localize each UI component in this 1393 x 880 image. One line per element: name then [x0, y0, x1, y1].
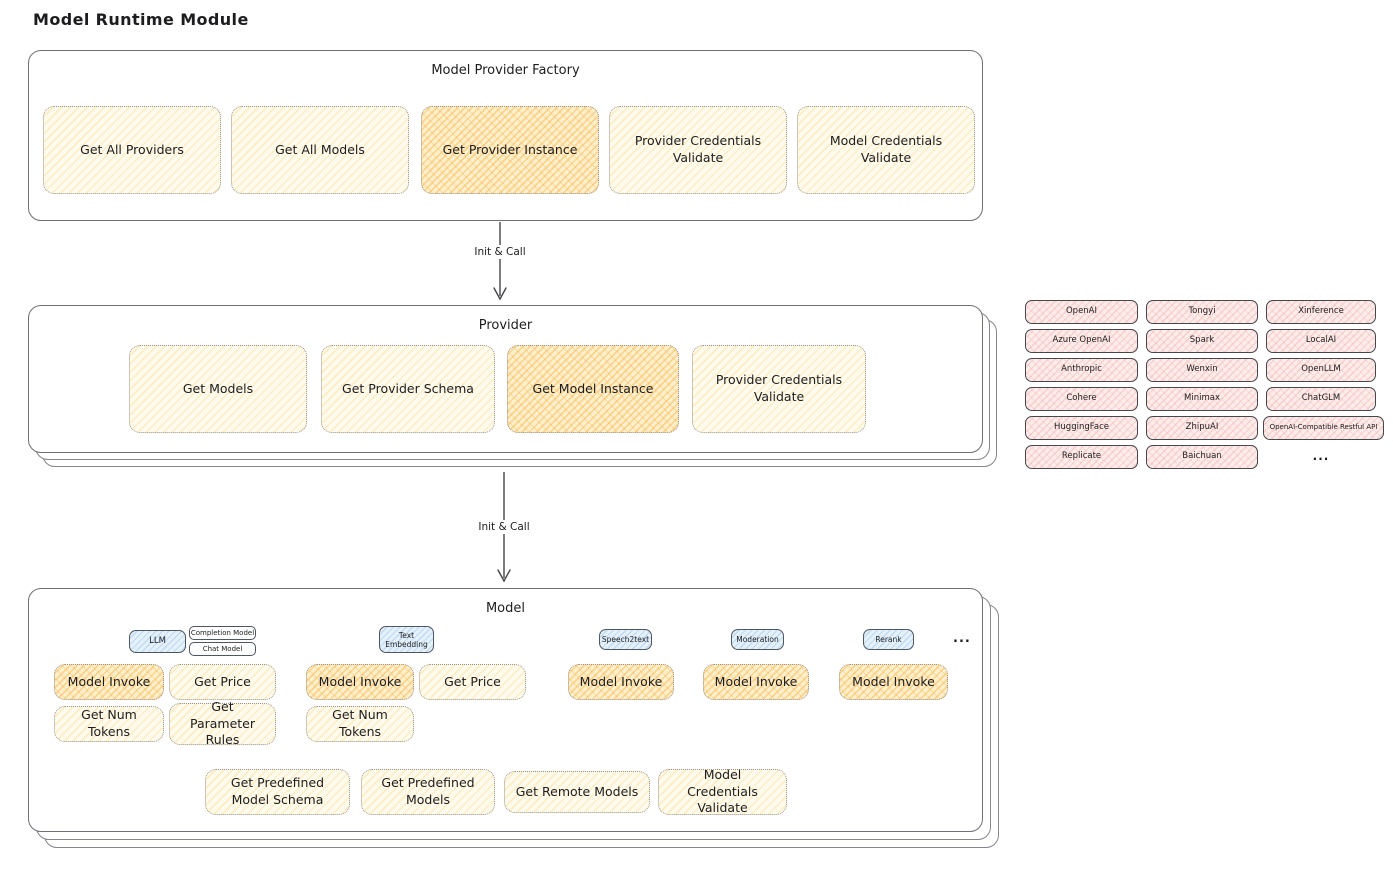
chip-llm: LLM	[129, 630, 186, 653]
arrow-label-init-call-2: Init & Call	[473, 520, 535, 534]
factory-card: Model Provider Factory Get All Providers…	[28, 50, 983, 221]
node-llm-model-invoke: Model Invoke	[54, 664, 164, 700]
node-model-credentials-validate-2: Model Credentials Validate	[658, 767, 787, 815]
factory-title: Model Provider Factory	[431, 63, 580, 78]
provider-chip-replicate: Replicate	[1025, 445, 1138, 469]
node-llm-get-parameter-rules: Get Parameter Rules	[169, 699, 276, 747]
chip-speech2text: Speech2text	[599, 629, 652, 650]
node-provider-credentials-validate: Provider Credentials Validate	[609, 106, 787, 194]
node-get-models: Get Models	[129, 345, 307, 433]
provider-chip-minimax: Minimax	[1146, 387, 1258, 411]
arrow-factory-to-provider	[493, 222, 507, 301]
provider-chip-openllm: OpenLLM	[1266, 358, 1376, 382]
node-speech2text-model-invoke: Model Invoke	[568, 664, 674, 700]
node-get-provider-schema: Get Provider Schema	[321, 345, 495, 433]
provider-chip-wenxin: Wenxin	[1146, 358, 1258, 382]
arrow-label-init-call-1: Init & Call	[469, 245, 531, 259]
provider-chip-baichuan: Baichuan	[1146, 445, 1258, 469]
chip-chat-model: Chat Model	[189, 642, 256, 656]
node-get-all-models: Get All Models	[231, 106, 409, 194]
node-embedding-model-invoke: Model Invoke	[306, 664, 414, 700]
provider-chip-chatglm: ChatGLM	[1266, 387, 1376, 411]
provider-chip-openai-compatible: OpenAI-Compatible Restful API	[1263, 416, 1384, 440]
node-moderation-model-invoke: Model Invoke	[703, 664, 809, 700]
node-get-predefined-models: Get Predefined Models	[361, 769, 495, 815]
providers-more-ellipsis: ...	[1312, 449, 1330, 463]
provider-chip-tongyi: Tongyi	[1146, 300, 1258, 324]
provider-chip-azure-openai: Azure OpenAI	[1025, 329, 1138, 353]
node-get-model-instance: Get Model Instance	[507, 345, 679, 433]
chip-text-embedding: Text Embedding	[379, 626, 434, 653]
node-provider-credentials-validate-2: Provider Credentials Validate	[692, 345, 866, 433]
chip-completion-model: Completion Model	[189, 626, 256, 640]
node-embedding-get-num-tokens: Get Num Tokens	[306, 706, 414, 742]
model-title: Model	[485, 601, 526, 616]
model-types-more-ellipsis: ...	[953, 631, 971, 646]
node-embedding-get-price: Get Price	[419, 664, 526, 700]
node-get-remote-models: Get Remote Models	[504, 771, 650, 813]
node-llm-get-num-tokens: Get Num Tokens	[54, 706, 164, 742]
provider-chip-spark: Spark	[1146, 329, 1258, 353]
provider-card: Provider Get Models Get Provider Schema …	[28, 305, 983, 453]
node-get-all-providers: Get All Providers	[43, 106, 221, 194]
provider-chip-localai: LocalAI	[1266, 329, 1376, 353]
provider-chip-openai: OpenAI	[1025, 300, 1138, 324]
node-model-credentials-validate: Model Credentials Validate	[797, 106, 975, 194]
provider-chip-zhipuai: ZhipuAI	[1146, 416, 1258, 440]
provider-chip-huggingface: HuggingFace	[1025, 416, 1138, 440]
node-llm-get-price: Get Price	[169, 664, 276, 700]
provider-chip-xinference: Xinference	[1266, 300, 1376, 324]
node-get-predefined-model-schema: Get Predefined Model Schema	[205, 769, 350, 815]
model-card: Model LLM Completion Model Chat Model Te…	[28, 588, 983, 832]
page-title: Model Runtime Module	[33, 10, 249, 29]
chip-rerank: Rerank	[863, 629, 914, 650]
node-rerank-model-invoke: Model Invoke	[839, 664, 948, 700]
provider-chip-cohere: Cohere	[1025, 387, 1138, 411]
chip-moderation: Moderation	[731, 629, 784, 650]
provider-title: Provider	[478, 318, 533, 333]
provider-chip-anthropic: Anthropic	[1025, 358, 1138, 382]
node-get-provider-instance: Get Provider Instance	[421, 106, 599, 194]
